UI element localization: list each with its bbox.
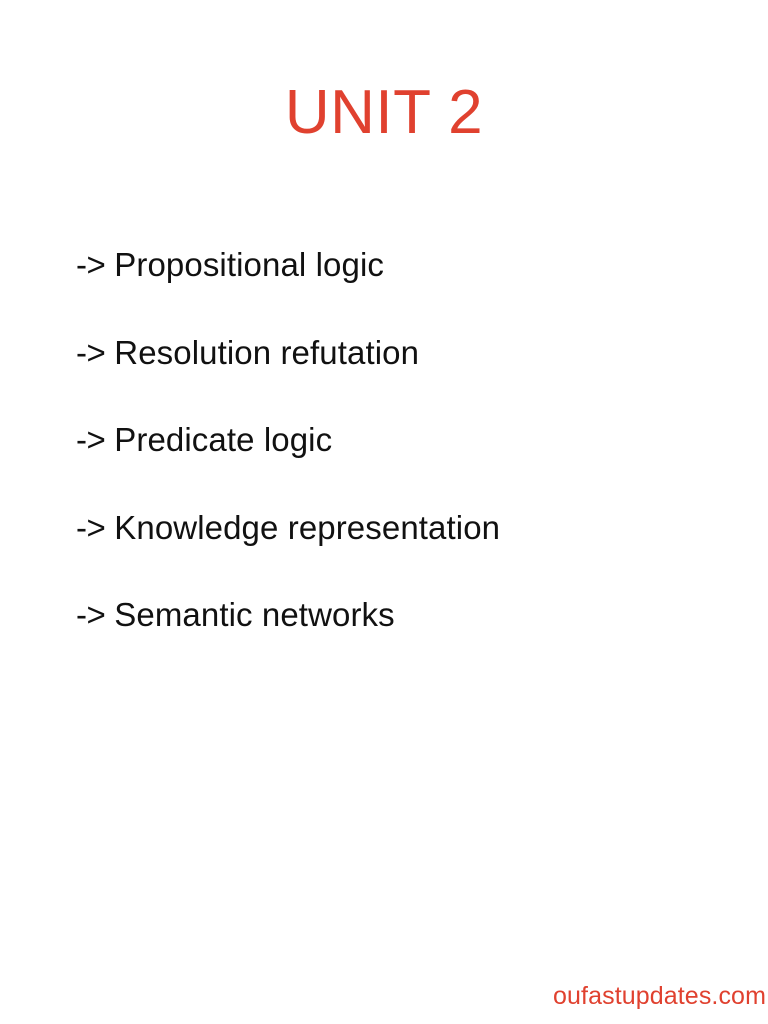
arrow-marker-icon: -> [76, 333, 106, 371]
topic-list: ->Propositional logic ->Resolution refut… [76, 248, 716, 686]
list-item-label: Semantic networks [114, 596, 395, 633]
list-item: ->Knowledge representation [76, 511, 716, 599]
page-title: UNIT 2 [284, 77, 484, 147]
list-item: ->Resolution refutation [76, 336, 716, 424]
list-item: ->Propositional logic [76, 248, 716, 336]
list-item-label: Propositional logic [114, 246, 384, 283]
list-item-label: Predicate logic [114, 421, 333, 458]
list-item: ->Predicate logic [76, 423, 716, 511]
list-item-label: Resolution refutation [114, 333, 420, 371]
site-watermark: oufastupdates.com [553, 981, 766, 1010]
arrow-marker-icon: -> [76, 421, 106, 458]
list-item: ->Semantic networks [76, 598, 716, 686]
list-item-label: Knowledge representation [114, 508, 501, 546]
arrow-marker-icon: -> [76, 508, 106, 546]
arrow-marker-icon: -> [76, 246, 106, 283]
arrow-marker-icon: -> [76, 596, 106, 633]
